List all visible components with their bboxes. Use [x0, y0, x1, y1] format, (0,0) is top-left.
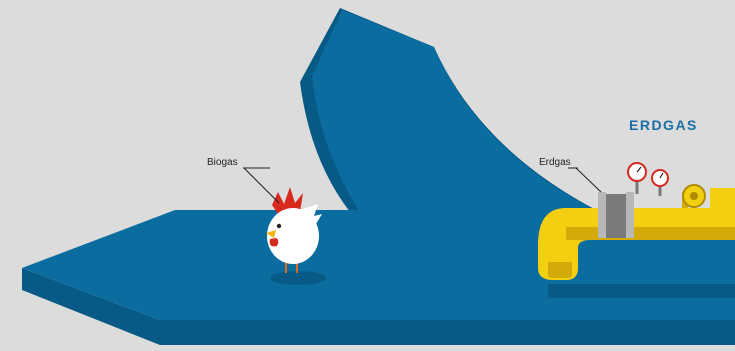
valve-wheel-icon: [682, 184, 735, 208]
gas-pipe: [538, 192, 735, 298]
chicken-icon: [266, 187, 326, 285]
erdgas-leader: [568, 167, 602, 193]
erdgas-label: Erdgas: [539, 157, 571, 168]
pressure-gauge-icon: [627, 162, 669, 196]
biogas-label: Biogas: [207, 157, 238, 168]
arrow-fin: [300, 8, 600, 212]
erdgas-title: ERDGAS: [629, 117, 698, 133]
biogas-leader: [243, 167, 280, 204]
